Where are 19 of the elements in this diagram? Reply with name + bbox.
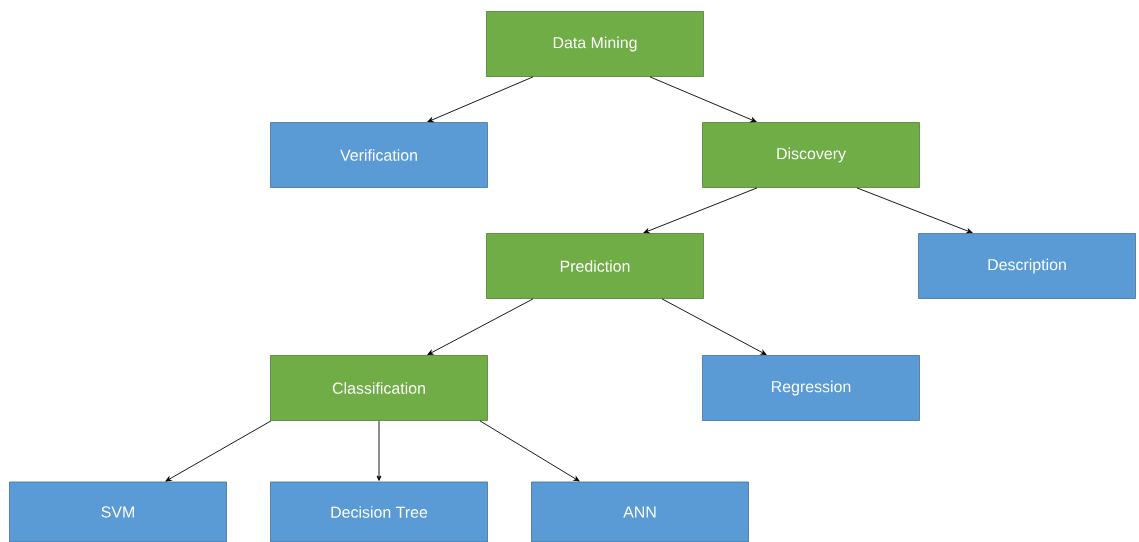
- arrow: [165, 420, 272, 482]
- leaf-box: Regression: [702, 355, 920, 421]
- category-box: Prediction: [486, 233, 704, 299]
- arrow: [661, 298, 767, 355]
- arrow: [643, 187, 758, 234]
- arrow: [649, 76, 757, 123]
- category-box: Classification: [270, 355, 488, 421]
- arrow: [479, 420, 580, 482]
- arrow: [376, 420, 382, 481]
- arrow: [856, 187, 973, 234]
- leaf-box: SVM: [9, 481, 227, 542]
- leaf-box: Description: [918, 233, 1136, 299]
- category-box: Data Mining: [486, 11, 704, 77]
- arrow: [427, 298, 534, 355]
- arrow: [427, 76, 534, 123]
- leaf-box: ANN: [531, 481, 749, 542]
- leaf-box: Decision Tree: [270, 481, 488, 542]
- leaf-box: Verification: [270, 122, 488, 188]
- category-box: Discovery: [702, 122, 920, 188]
